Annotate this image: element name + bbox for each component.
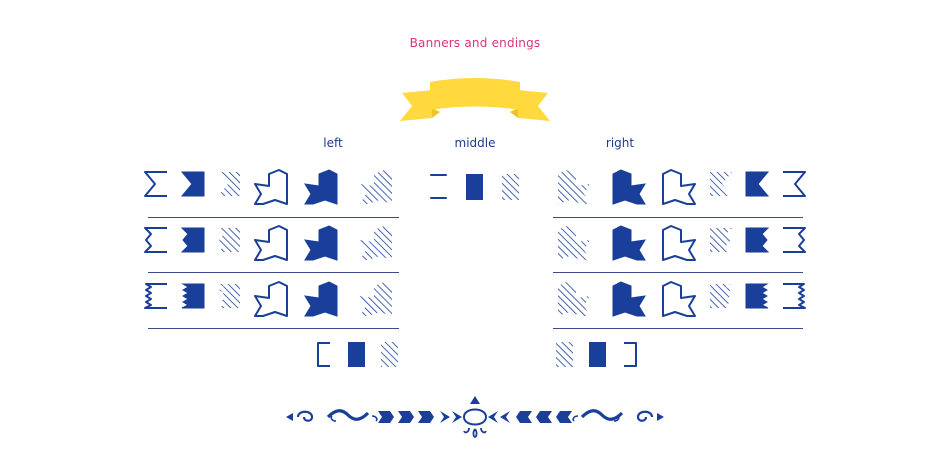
banner-end-solid-icon xyxy=(180,227,205,253)
ornament-border-icon xyxy=(286,396,664,438)
separator-rules xyxy=(148,217,803,329)
banner-middle-hatched-icon xyxy=(502,174,519,200)
banner-fold-outline-icon xyxy=(254,169,288,205)
column-label-middle: middle xyxy=(454,136,496,150)
banner-end-hatched-icon xyxy=(218,284,240,308)
banner-end-outline-icon xyxy=(144,283,167,309)
ribbon-banner-icon xyxy=(400,78,550,121)
banner-end-solid-icon xyxy=(181,283,205,309)
banner-fold-hatched-icon xyxy=(360,226,392,260)
banner-end-solid-icon xyxy=(745,227,770,253)
banner-middle-outline-icon xyxy=(430,174,447,199)
banner-end-hatched-icon xyxy=(710,228,732,252)
banner-cap-solid-icon xyxy=(348,342,365,367)
banner-end-solid-icon xyxy=(745,283,769,309)
banner-end-outline-icon xyxy=(783,227,806,253)
banner-fold-outline-icon xyxy=(254,225,288,261)
banner-cap-hatched-icon xyxy=(556,342,573,367)
banner-end-outline-icon xyxy=(144,171,167,197)
banner-fold-outline-icon xyxy=(254,281,288,317)
banner-fold-solid-icon xyxy=(612,169,646,205)
banner-end-hatched-icon xyxy=(218,228,240,252)
column-label-right: right xyxy=(605,136,635,150)
banner-cap-hatched-icon xyxy=(381,342,398,367)
banner-end-outline-icon xyxy=(783,171,806,197)
banner-fold-solid-icon xyxy=(304,169,338,205)
banner-end-outline-icon xyxy=(783,283,806,309)
banner-end-outline-icon xyxy=(144,227,167,253)
banner-fold-hatched-icon xyxy=(558,170,590,204)
banner-end-solid-icon xyxy=(745,171,770,197)
banner-fold-hatched-icon xyxy=(360,170,392,204)
banner-fold-outline-icon xyxy=(662,169,696,205)
banner-fold-hatched-icon xyxy=(558,226,590,260)
banner-cap-solid-icon xyxy=(589,342,606,367)
page-title: Banners and endings xyxy=(409,36,541,50)
banner-fold-solid-icon xyxy=(612,225,646,261)
banner-end-hatched-icon xyxy=(218,172,240,196)
banner-fold-outline-icon xyxy=(662,225,696,261)
banner-end-hatched-icon xyxy=(710,284,732,308)
banner-cap-outline-icon xyxy=(624,342,637,367)
banner-cap-outline-icon xyxy=(317,342,330,367)
banner-fold-hatched-icon xyxy=(558,282,590,316)
banner-fold-outline-icon xyxy=(662,281,696,317)
banner-middle-solid-icon xyxy=(466,174,483,200)
banner-fold-solid-icon xyxy=(612,281,646,317)
banner-fold-hatched-icon xyxy=(360,282,392,316)
banner-end-hatched-icon xyxy=(710,172,732,196)
banner-end-solid-icon xyxy=(180,171,205,197)
banner-fold-solid-icon xyxy=(304,225,338,261)
column-label-left: left xyxy=(323,136,343,150)
banner-fold-solid-icon xyxy=(304,281,338,317)
